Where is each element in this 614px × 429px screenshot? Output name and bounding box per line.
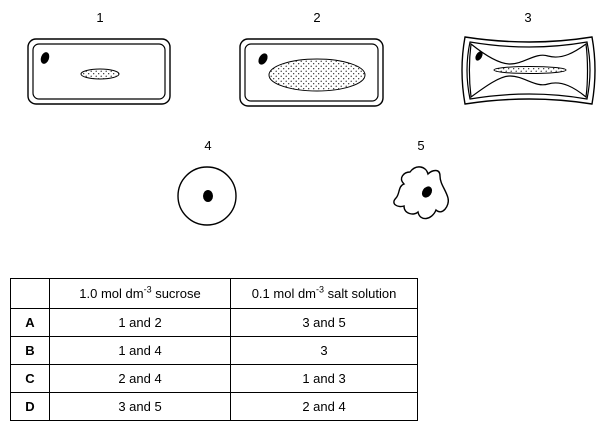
option-letter: C xyxy=(10,364,50,393)
salt-cell: 1 and 3 xyxy=(230,364,418,393)
nucleus xyxy=(421,186,433,198)
vacuole xyxy=(80,68,120,80)
header-salt-suffix: salt solution xyxy=(324,286,397,301)
header-sucrose-suffix: sucrose xyxy=(151,286,201,301)
plant-cell-2 xyxy=(239,38,384,107)
table-row: D 3 and 5 2 and 4 xyxy=(10,392,418,421)
sucrose-cell: 2 and 4 xyxy=(49,364,231,393)
salt-cell: 3 xyxy=(230,336,418,365)
option-letter: B xyxy=(10,336,50,365)
header-salt-sup: -3 xyxy=(316,284,325,295)
cell-label-5: 5 xyxy=(417,138,425,153)
cell-diagrams xyxy=(27,36,596,226)
option-letter: D xyxy=(10,392,50,421)
table-header-row: 1.0 mol dm-3 sucrose 0.1 mol dm-3 salt s… xyxy=(10,278,418,309)
animal-cell-5 xyxy=(393,166,450,220)
salt-cell: 2 and 4 xyxy=(230,392,418,421)
vacuole xyxy=(493,66,567,74)
header-sucrose-text: 1.0 mol dm xyxy=(79,286,144,301)
nucleus xyxy=(40,52,50,64)
header-sucrose: 1.0 mol dm-3 sucrose xyxy=(49,278,231,309)
cell-label-3: 3 xyxy=(524,10,532,25)
header-empty-cell xyxy=(10,278,50,309)
cell-label-2: 2 xyxy=(313,10,321,25)
answer-table: 1.0 mol dm-3 sucrose 0.1 mol dm-3 salt s… xyxy=(10,278,418,421)
animal-cell-4 xyxy=(177,166,237,226)
nucleus xyxy=(475,51,483,61)
sucrose-cell: 1 and 4 xyxy=(49,336,231,365)
table-row: A 1 and 2 3 and 5 xyxy=(10,308,418,337)
plant-cell-1 xyxy=(27,38,171,105)
table-row: C 2 and 4 1 and 3 xyxy=(10,364,418,393)
plant-cell-3 xyxy=(461,36,596,105)
vacuole xyxy=(268,58,366,92)
salt-cell: 3 and 5 xyxy=(230,308,418,337)
sucrose-cell: 1 and 2 xyxy=(49,308,231,337)
header-sucrose-sup: -3 xyxy=(143,284,152,295)
cell-label-1: 1 xyxy=(96,10,104,25)
nucleus xyxy=(258,53,268,65)
option-letter: A xyxy=(10,308,50,337)
header-salt-text: 0.1 mol dm xyxy=(251,286,317,301)
cell-label-4: 4 xyxy=(204,138,212,153)
sucrose-cell: 3 and 5 xyxy=(49,392,231,421)
header-salt: 0.1 mol dm-3 salt solution xyxy=(230,278,418,309)
nucleus xyxy=(203,190,213,202)
table-row: B 1 and 4 3 xyxy=(10,336,418,365)
